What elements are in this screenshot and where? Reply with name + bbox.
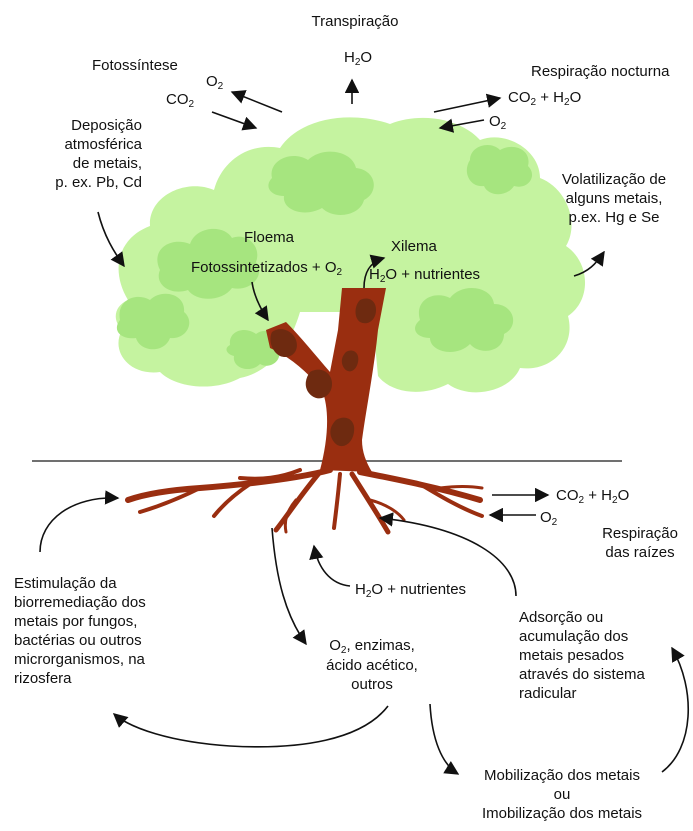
arrow-water-uptake	[314, 546, 350, 586]
label-fotossintetizados: Fotossintetizados + O2	[191, 258, 342, 277]
arrow-mobilization-loop	[662, 648, 688, 772]
label-transpiracao: Transpiração	[312, 12, 399, 31]
label-acido-acetico: ácido acético, outros	[312, 656, 432, 694]
arrow-to-rhizosphere	[114, 706, 388, 747]
label-volatilizacao: Volatilização de alguns metais, p.ex. Hg…	[548, 170, 680, 227]
label-estimulacao: Estimulação da biorremediação dos metais…	[14, 574, 146, 688]
label-deposicao: Deposição atmosférica de metais, p. ex. …	[44, 116, 142, 192]
label-h2o-nutrientes-top: H2O + nutrientes	[369, 265, 480, 284]
arrow-o2-out	[232, 92, 282, 112]
label-o2-root: O2	[540, 508, 557, 527]
label-mobilizacao: Mobilização dos metais ou Imobilização d…	[462, 766, 662, 823]
label-floema: Floema	[244, 228, 294, 247]
label-adsorcao: Adsorção ou acumulação dos metais pesado…	[519, 608, 645, 703]
arrow-to-mobilization	[430, 704, 458, 774]
label-co2-h2o-root: CO2 + H2O	[556, 486, 629, 505]
arrow-night-resp-out	[434, 98, 500, 112]
label-o2-top: O2	[206, 72, 223, 91]
label-xilema: Xilema	[391, 237, 437, 256]
arrow-exudates	[272, 528, 306, 644]
label-o2-enzimas: O2, enzimas,	[312, 636, 432, 655]
label-fotossintese: Fotossíntese	[92, 56, 178, 75]
label-co2-top: CO2	[166, 90, 194, 109]
label-resp-raizes: Respiração das raízes	[592, 524, 688, 562]
arrow-stimulation	[40, 498, 118, 552]
arrow-co2-in	[212, 112, 256, 128]
label-o2-right-top: O2	[489, 112, 506, 131]
tree-roots	[128, 470, 482, 532]
label-resp-nocturna: Respiração nocturna	[531, 62, 669, 81]
label-h2o-nutrientes-root: H2O + nutrientes	[355, 580, 466, 599]
label-co2-h2o-top: CO2 + H2O	[508, 88, 581, 107]
label-h2o-top: H2O	[344, 48, 372, 67]
